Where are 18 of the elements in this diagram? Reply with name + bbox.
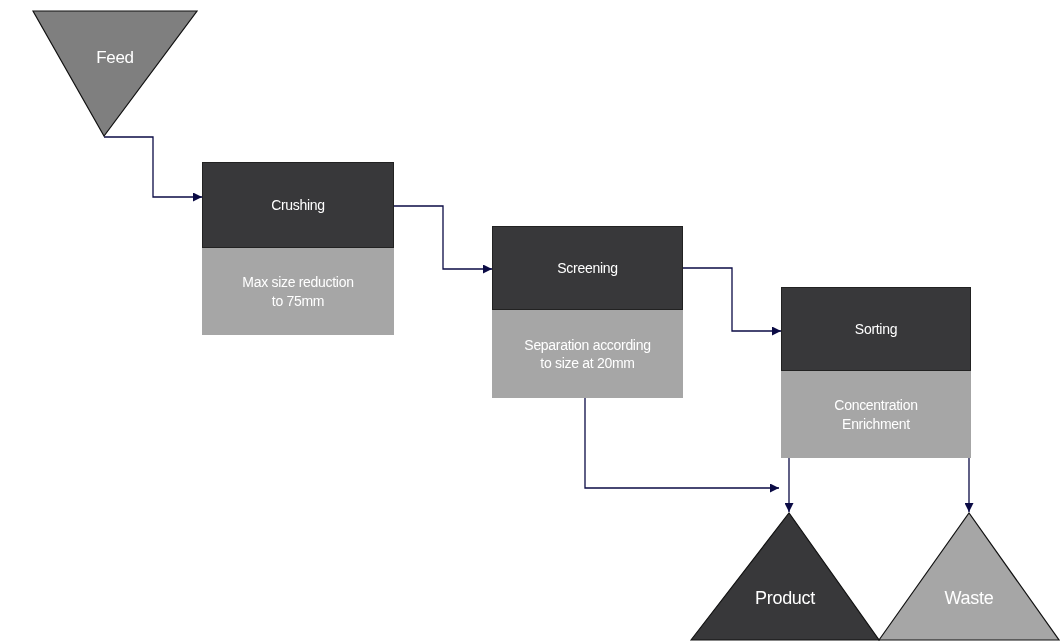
arrow: [784, 457, 794, 513]
node-label: Feed: [95, 48, 135, 68]
arrow: [964, 457, 974, 513]
step-title: Sorting: [854, 319, 898, 339]
arrow: [584, 397, 780, 493]
step-title: Crushing: [271, 195, 325, 215]
node-label: Waste: [943, 588, 995, 609]
process-box: [492, 226, 683, 398]
arrow: [682, 267, 782, 336]
step-description: Concentration Enrichment: [833, 396, 919, 433]
step-title: Screening: [557, 258, 618, 278]
arrow: [393, 205, 493, 274]
step-description: Separation according to size at 20mm: [523, 335, 652, 373]
node-label: Product: [754, 588, 816, 609]
arrow: [103, 136, 203, 202]
step-description: Max size reduction to 75mm: [241, 273, 355, 310]
process-box: [202, 162, 394, 335]
process-box: [781, 287, 971, 458]
